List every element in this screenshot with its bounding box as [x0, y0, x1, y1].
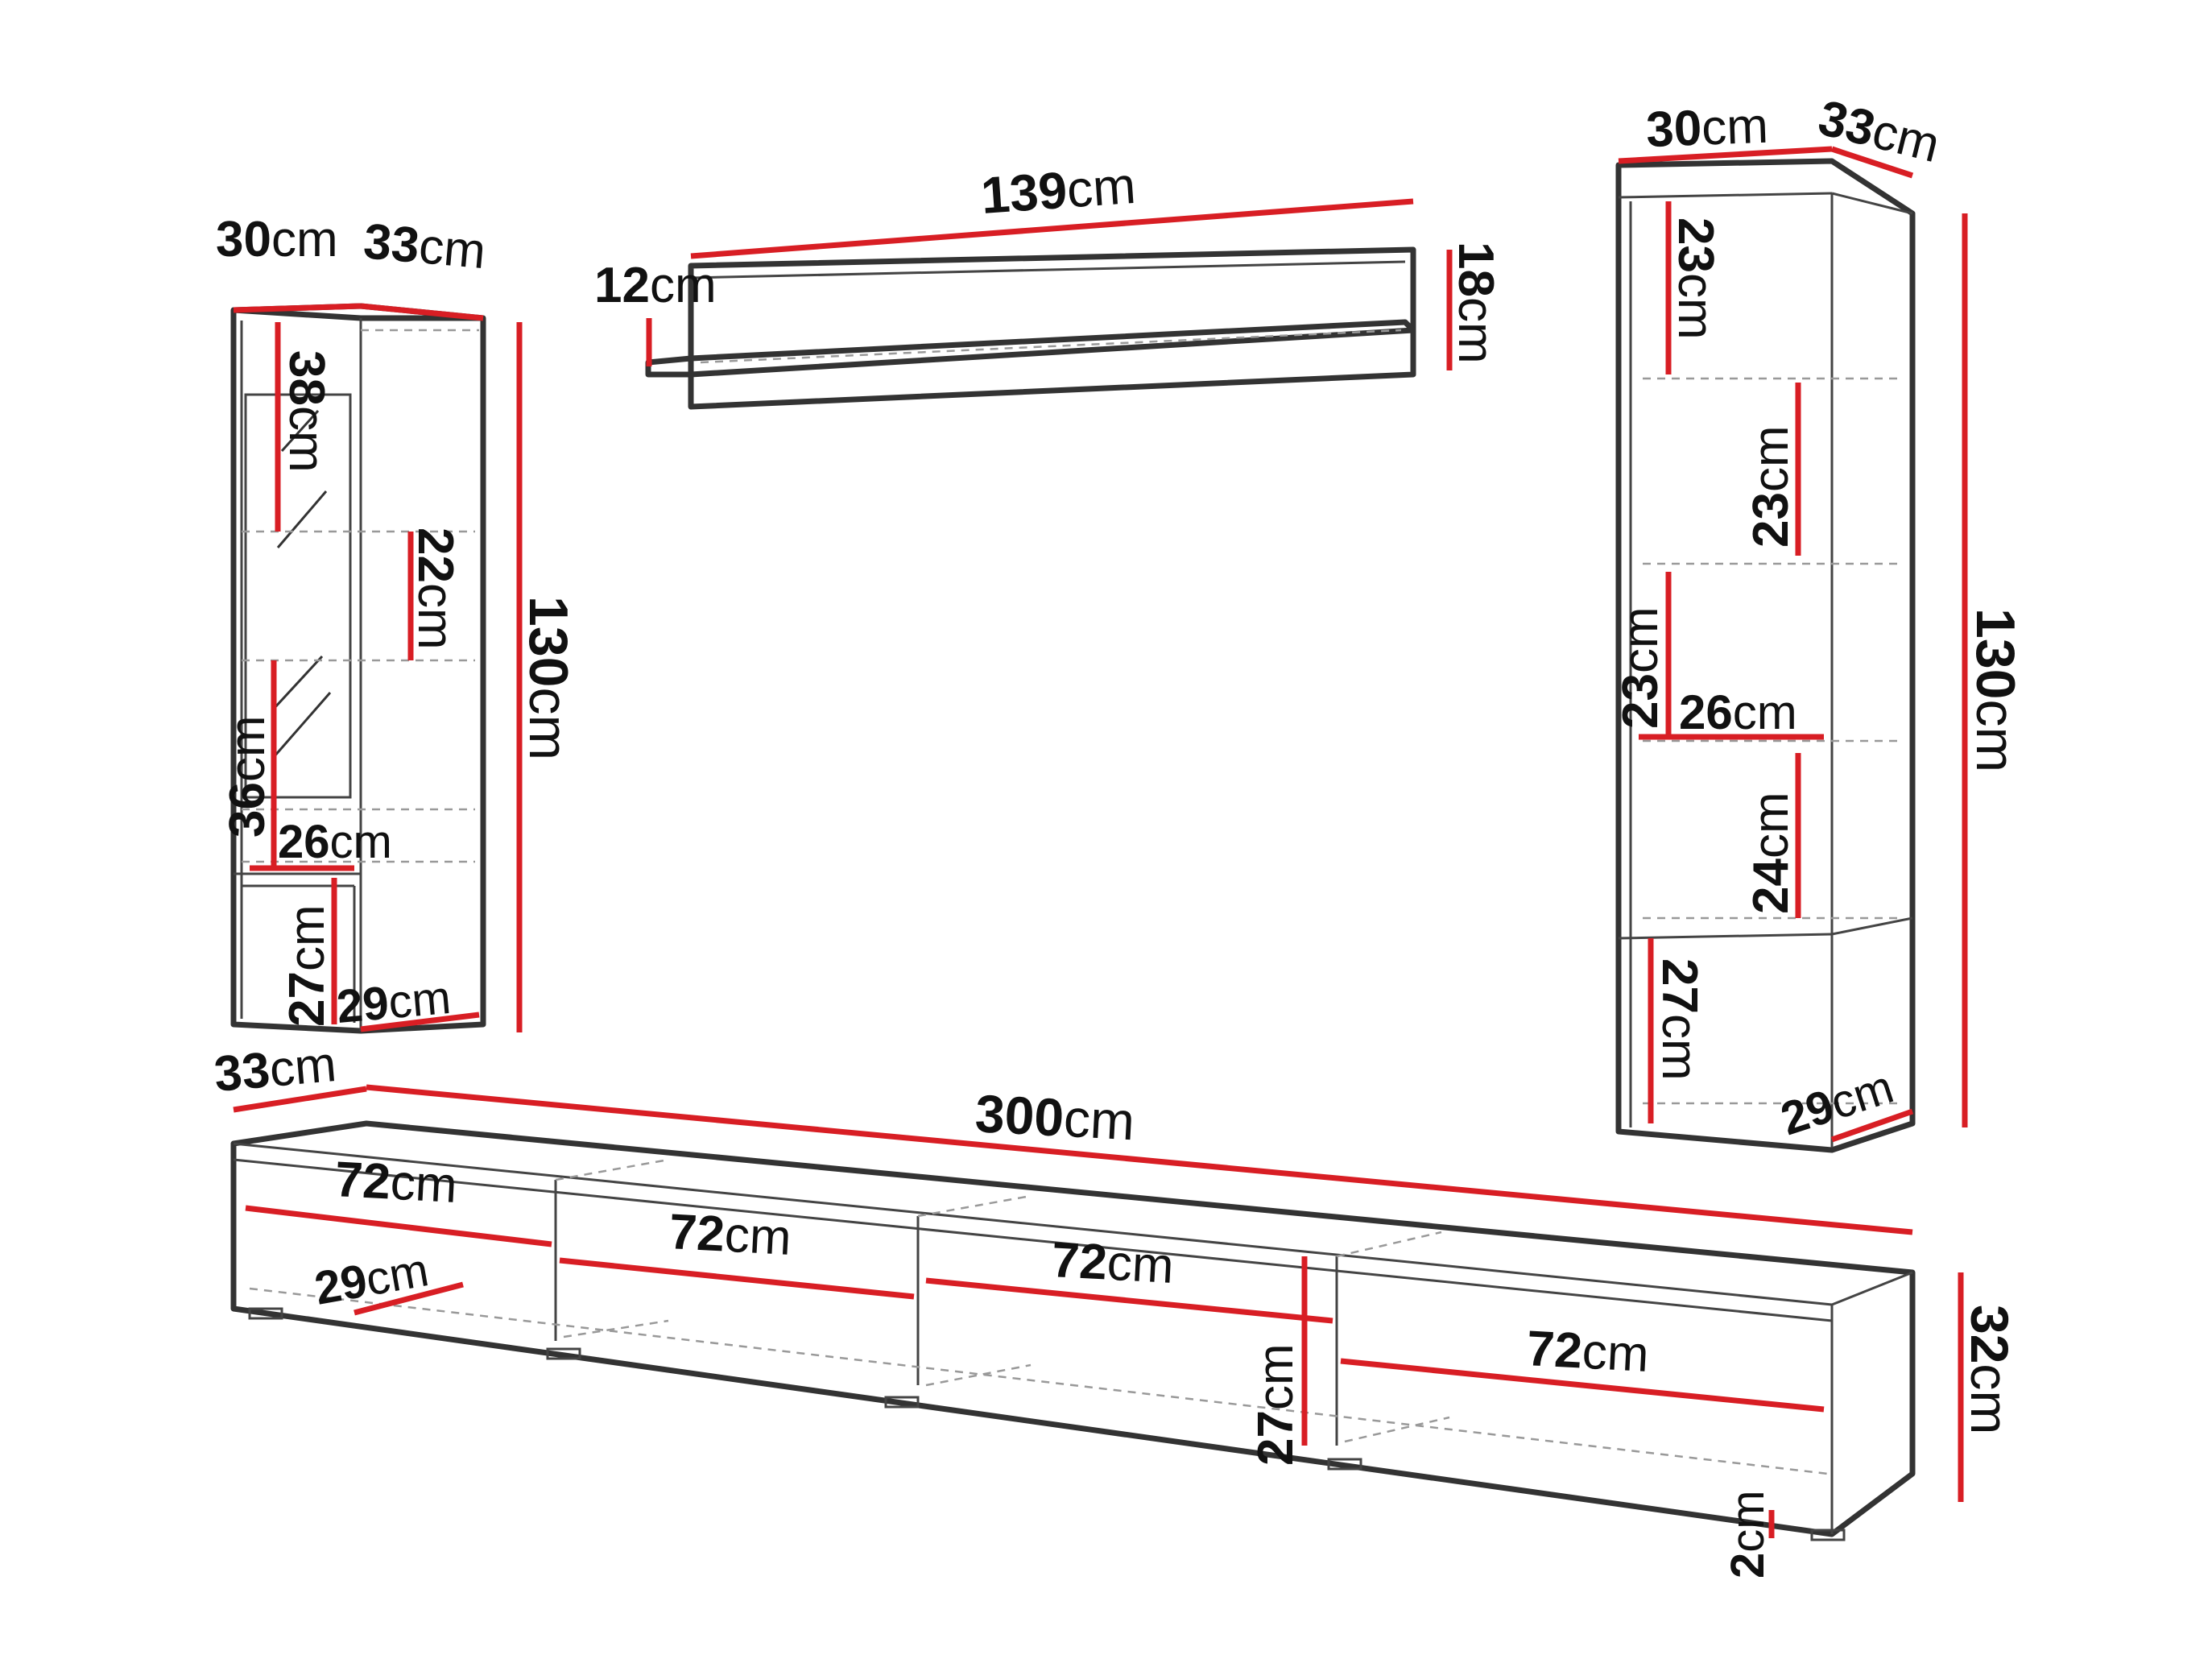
dim-line-bench-comp-depth [354, 1281, 464, 1316]
right-width-label: 30cm [1645, 98, 1769, 158]
bench-comp-4-label: 72cm [1525, 1321, 1650, 1383]
bench-comp-depth-label: 29cm [311, 1243, 432, 1315]
dim-line-right-width [1618, 146, 1833, 164]
dim-line-bench-width [366, 1084, 1913, 1235]
left-bottom-depth-label: 29cm [334, 971, 453, 1033]
left-bottom-height-label: 27cm [279, 904, 335, 1027]
right-inner-width-label: 26cm [1679, 685, 1797, 739]
left-inner-width-label: 26cm [278, 816, 392, 868]
tv-bench [230, 1120, 1916, 1541]
dim-line-left-depth [360, 303, 484, 321]
dim-line-bench-comp-3 [925, 1277, 1333, 1324]
right-shelf-3-label: 23cm [1613, 606, 1668, 729]
right-bottom-height-label: 27cm [1652, 958, 1707, 1081]
left-cabinet [230, 303, 486, 1034]
bench-width-label: 300cm [974, 1083, 1136, 1151]
bench-depth-label: 33cm [212, 1036, 338, 1103]
left-width-label: 30cm [216, 212, 338, 267]
right-shelf-1-label: 23cm [1668, 217, 1723, 340]
bench-height-label: 32cm [1960, 1305, 2020, 1434]
dim-line-left-bottom-depth [360, 1012, 480, 1032]
dim-line-bench-comp-2 [559, 1257, 915, 1300]
dim-line-right-bottom-depth [1830, 1108, 1914, 1143]
shelf-width-label: 139cm [979, 156, 1138, 225]
right-shelf-2-label: 23cm [1743, 425, 1799, 548]
shelf-height-label: 18cm [1448, 242, 1503, 364]
dim-line-left-width [233, 303, 362, 313]
dim-line-bench-depth [233, 1086, 367, 1113]
left-depth-label: 33cm [362, 213, 488, 279]
shelf-depth-label: 12cm [594, 258, 717, 313]
right-height-label: 130cm [1965, 608, 2026, 772]
bench-inner-height-label: 27cm [1248, 1343, 1304, 1466]
left-height-label: 130cm [518, 596, 579, 760]
left-glass-lower-label: 36cm [220, 715, 275, 838]
dim-line-shelf-width [690, 198, 1414, 259]
left-shelf-label: 22cm [407, 527, 463, 650]
dim-line-right-depth [1830, 146, 1914, 179]
right-cabinet [1615, 158, 1916, 1153]
dim-line-bench-comp-1 [245, 1205, 552, 1247]
left-glass-upper-label: 38cm [279, 350, 334, 473]
bench-comp-3-label: 72cm [1050, 1232, 1175, 1294]
right-shelf-4-label: 24cm [1743, 792, 1799, 914]
wall-shelf [645, 246, 1416, 410]
bench-comp-1-label: 72cm [333, 1152, 458, 1214]
bench-comp-2-label: 72cm [668, 1204, 792, 1266]
dimension-lines [233, 146, 1968, 1538]
bench-leg-label: 2cm [1722, 1490, 1774, 1578]
dim-line-bench-comp-4 [1340, 1358, 1825, 1413]
